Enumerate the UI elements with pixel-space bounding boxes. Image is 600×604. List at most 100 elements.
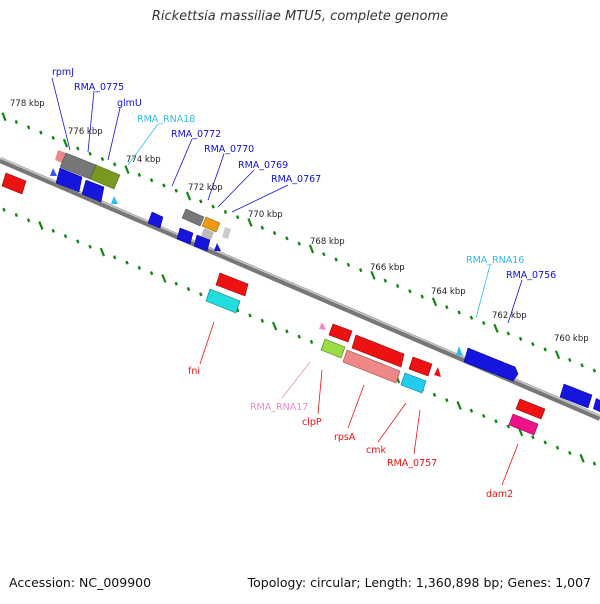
gene-feature[interactable] [201,216,221,233]
minor-tick [506,331,511,336]
gene-feature[interactable] [508,413,539,436]
minor-tick [395,283,400,289]
gene-feature[interactable] [351,334,405,368]
gene-label[interactable]: RMA_0769 [238,160,288,171]
gene-feature[interactable] [320,338,346,359]
rna-marker[interactable] [50,168,57,176]
minor-tick [137,172,142,177]
tick-label: 776 kbp [68,127,103,137]
gene-feature[interactable] [181,208,205,227]
minor-tick [51,135,55,140]
gene-feature[interactable] [81,179,105,203]
gene-feature[interactable] [328,323,353,343]
minor-tick [63,234,68,239]
tick-track-bottom [2,207,597,466]
minor-tick [2,207,6,212]
minor-tick [112,162,117,167]
minor-tick [174,281,178,286]
minor-tick [469,315,474,320]
label-leaders-bottom [199,321,519,486]
minor-tick [494,419,498,424]
gene-label[interactable]: RMA_0770 [204,144,254,155]
minor-tick [543,347,547,352]
minor-tick [481,320,486,326]
gene-feature[interactable] [89,164,121,190]
minor-tick [88,244,92,249]
gene-feature[interactable] [408,356,433,377]
major-tick [62,138,69,148]
gene-label[interactable]: RMA_RNA16 [466,255,524,266]
minor-tick [174,188,178,193]
minor-tick [88,151,92,156]
gene-label[interactable]: RMA_0772 [171,129,221,140]
rna-marker[interactable] [456,346,463,356]
gene-label[interactable]: dam2 [486,489,513,500]
minor-tick [125,260,129,265]
gene-feature[interactable] [215,272,249,297]
minor-tick [322,252,326,257]
minor-tick [309,339,314,344]
rna-marker[interactable] [214,243,221,251]
gene-feature[interactable] [147,211,164,229]
minor-tick [211,204,215,209]
gene-label[interactable]: clpP [302,417,322,428]
tick-track-top [1,112,597,373]
gene-feature[interactable] [593,398,600,412]
minor-tick [285,329,289,334]
minor-tick [51,228,55,233]
gene-label[interactable]: RMA_RNA18 [137,114,195,125]
gene-feature[interactable] [193,234,211,252]
gene-label[interactable]: RMA_0775 [74,82,124,93]
gene-feature[interactable] [1,172,27,195]
minor-tick [149,178,154,183]
minor-tick [592,461,597,466]
minor-tick [223,209,228,214]
tick-label: 766 kbp [370,263,405,273]
rna-marker[interactable] [434,367,441,377]
major-tick [247,218,253,227]
gene-feature[interactable] [515,398,546,420]
minor-tick [76,239,80,244]
gene-feature[interactable] [176,227,194,245]
major-tick [161,274,167,283]
gene-label[interactable]: RMA_0757 [387,458,437,469]
gene-feature[interactable] [400,372,427,394]
gene-label[interactable]: rpsA [334,432,356,443]
gene-feature[interactable] [55,167,83,193]
minor-tick [199,292,203,297]
gene-label[interactable]: fni [188,366,200,377]
gene-feature[interactable] [201,228,214,240]
minor-tick [543,440,547,445]
minor-tick [297,334,301,339]
gene-feature[interactable] [559,383,593,409]
gene-feature[interactable] [222,227,231,239]
gene-label[interactable]: glmU [117,98,142,109]
gene-label[interactable]: RMA_RNA17 [250,402,308,413]
minor-tick [568,357,572,363]
rna-marker[interactable] [319,322,326,330]
minor-tick [14,119,19,125]
gene-feature[interactable] [463,347,519,382]
minor-tick [248,313,252,318]
rna-marker[interactable] [111,196,118,204]
minor-tick [39,130,43,135]
minor-tick [334,257,338,262]
gene-feature[interactable] [342,349,401,384]
major-tick [185,191,192,201]
tick-label: 768 kbp [310,237,345,247]
minor-tick [26,218,31,223]
minor-tick [112,255,117,260]
label-leaders-top [51,77,523,324]
minor-tick [457,310,461,315]
gene-label[interactable]: rpmJ [52,67,74,78]
minor-tick [506,424,511,429]
gene-label[interactable]: cmk [366,445,386,456]
gene-feature[interactable] [205,288,241,314]
minor-tick [297,241,301,246]
minor-tick [518,336,523,341]
minor-tick [235,215,240,220]
gene-label[interactable]: RMA_0767 [271,174,321,185]
minor-tick [26,125,31,130]
gene-label[interactable]: RMA_0756 [506,270,556,281]
